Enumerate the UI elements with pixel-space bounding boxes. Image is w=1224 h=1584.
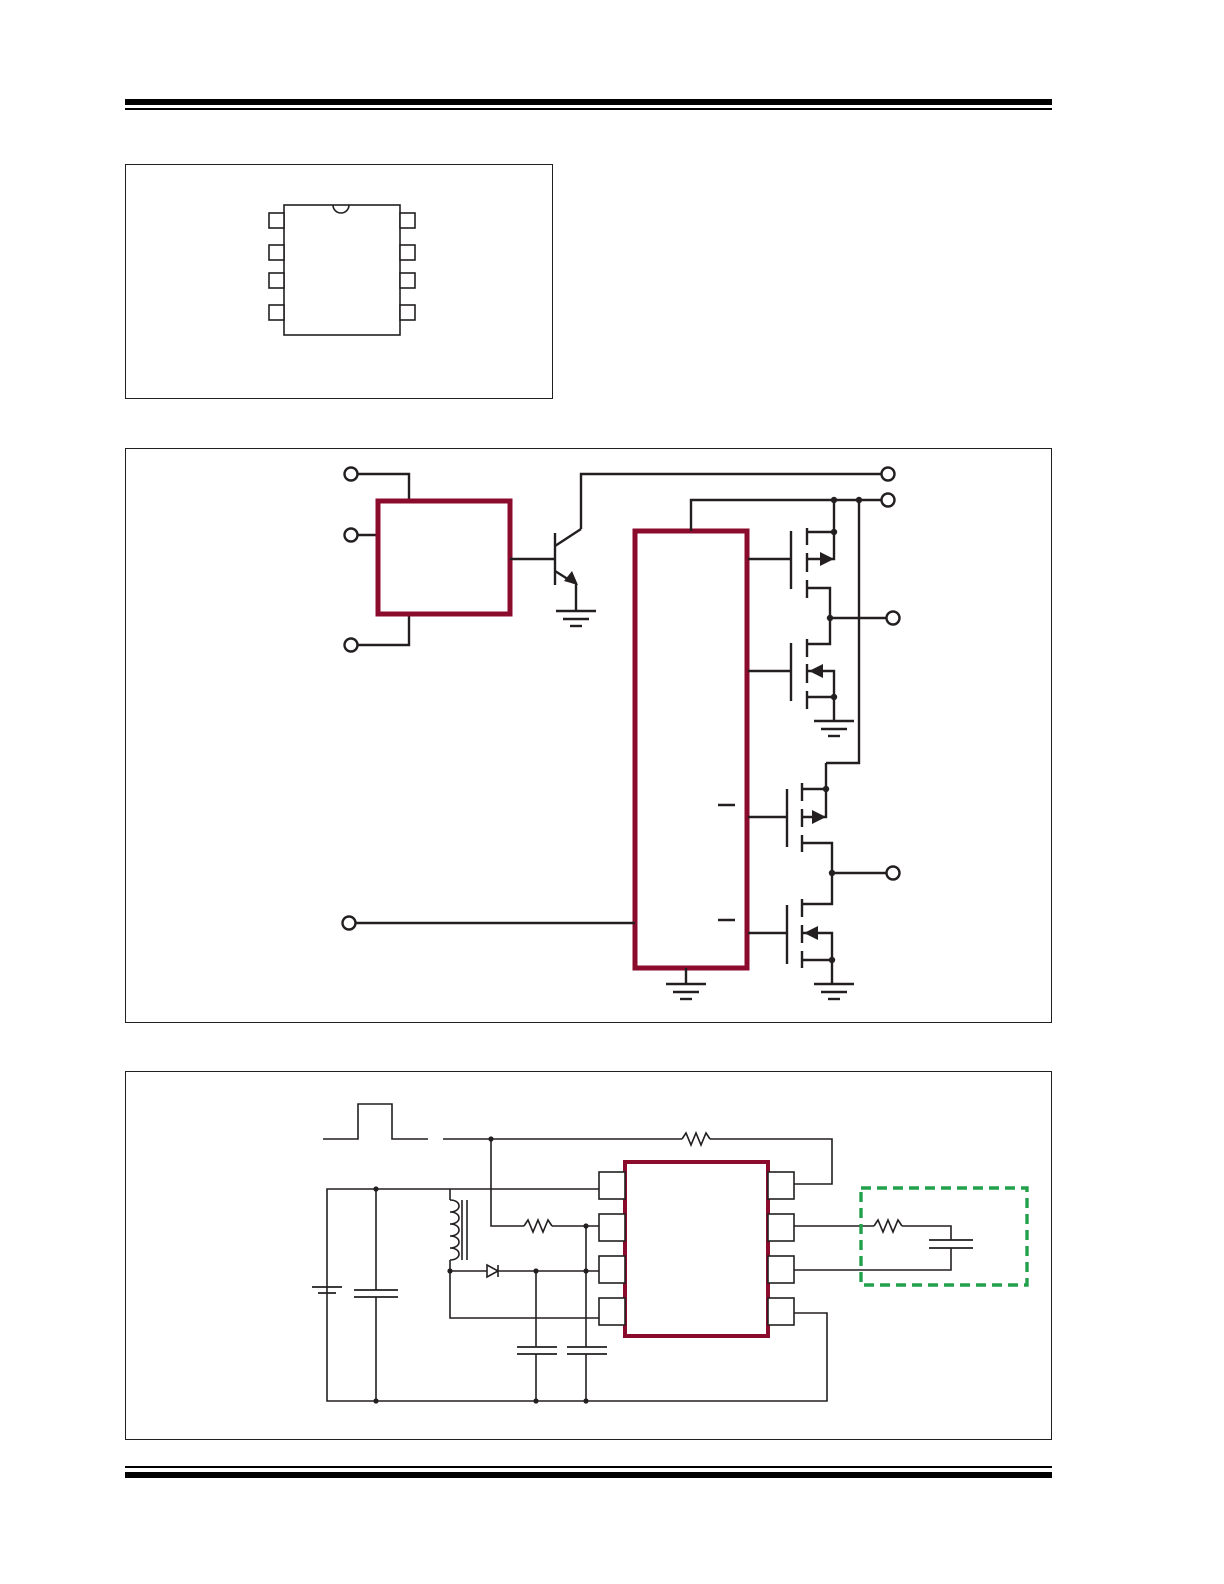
transformer-primary (449, 1199, 460, 1261)
pin-1 (268, 212, 285, 229)
pin1-notch (332, 204, 350, 214)
package-drawing (268, 204, 416, 336)
resistor-top (681, 1130, 711, 1148)
resistor-input (523, 1217, 553, 1235)
header-rule-thin (125, 108, 1052, 110)
package-panel (125, 164, 553, 399)
pin-2 (268, 244, 285, 261)
pin-8 (399, 212, 416, 229)
application-panel (125, 1071, 1052, 1440)
mosfet3-arrow (812, 810, 826, 824)
package-body (283, 204, 401, 336)
mosfet1-arrow (820, 552, 834, 566)
output-terminal-3 (885, 610, 901, 626)
pin-5 (399, 304, 416, 321)
wire-collector-out (579, 472, 884, 529)
input-terminal-4 (341, 915, 357, 931)
input-terminal-3 (343, 637, 359, 653)
driver-ic (623, 1160, 770, 1338)
mosfet4-arrow (804, 926, 818, 940)
npn-collector (554, 527, 582, 548)
wire-vdd (689, 498, 884, 531)
block-diagram (341, 466, 901, 1001)
pin-3 (268, 272, 285, 289)
block-diagram-panel (125, 448, 1052, 1023)
driver-block (632, 528, 750, 971)
application-circuit (312, 1103, 1029, 1404)
resistor-load (873, 1217, 903, 1235)
output-terminal-top (880, 466, 896, 482)
footer-rule-thin (125, 1466, 1052, 1468)
input-pulse (323, 1103, 428, 1140)
control-block (375, 498, 513, 617)
wire-in1 (357, 472, 411, 501)
wire-in3 (357, 614, 411, 647)
pin-4 (268, 304, 285, 321)
footer-rule-thick (125, 1472, 1052, 1478)
pin-7 (399, 244, 416, 261)
output-terminal-2 (880, 492, 896, 508)
mosfet2-arrow (809, 664, 823, 678)
pin-6 (399, 272, 416, 289)
diode (486, 1263, 500, 1279)
output-terminal-4 (885, 865, 901, 881)
load-highlight (859, 1186, 1029, 1287)
input-terminal-1 (343, 466, 359, 482)
npn-emitter-arrow (564, 571, 578, 585)
header-rule-thick (125, 99, 1052, 105)
input-terminal-2 (343, 527, 359, 543)
